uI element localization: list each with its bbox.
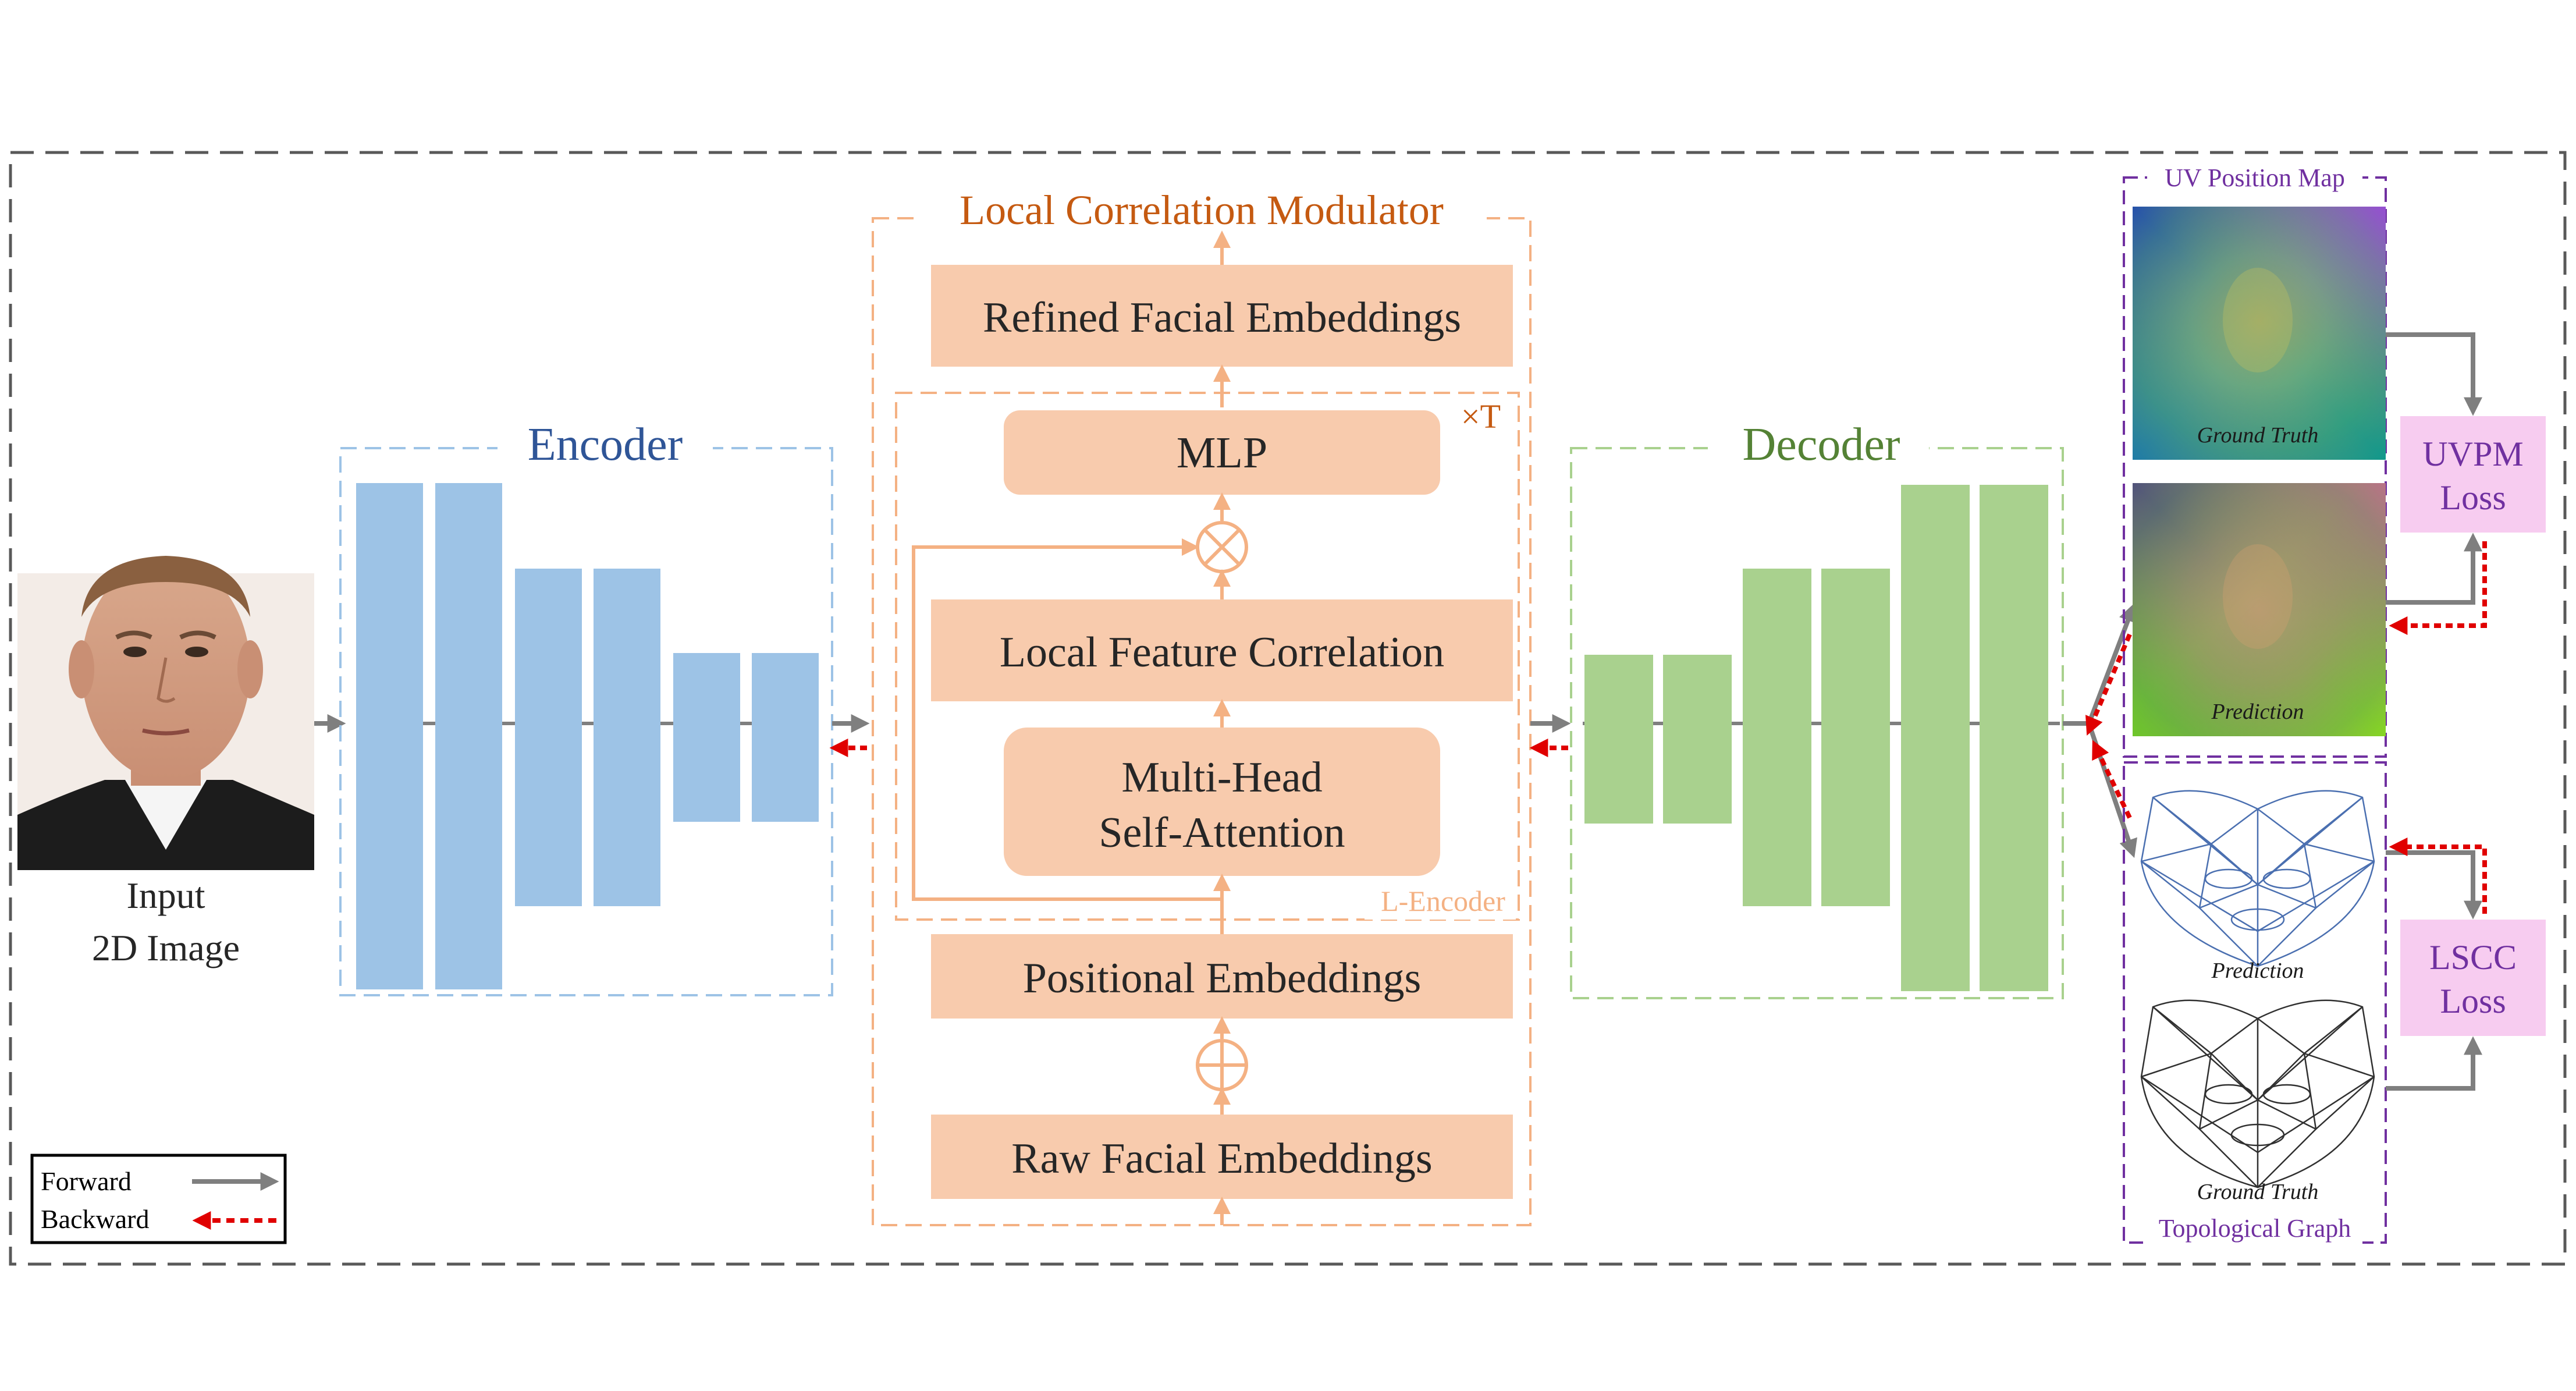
mhsa-label-line2: Self-Attention [1099,809,1345,857]
encoder-block [435,483,502,989]
local-feature-correlation-label: Local Feature Correlation [1000,629,1444,676]
l-encoder-frame [895,392,1520,921]
refined-embeddings-label: Refined Facial Embeddings [983,294,1461,342]
decoder-block [1980,485,2048,991]
arrow-topo-graph-backward [2092,740,2132,819]
multiply-icon [1196,521,1248,573]
raw-embeddings-label: Raw Facial Embeddings [1011,1135,1432,1183]
positional-embeddings-label: Positional Embeddings [1023,954,1422,1002]
arrow-decoder-to-uv-map [2063,603,2137,726]
topo-graph-prediction-mesh [2140,790,2375,967]
outer-frame [9,151,2567,1266]
local-feature-correlation-box [931,599,1513,701]
residual-connection [912,538,1222,901]
decoder-block [1743,569,1811,906]
decoder-title: Decoder [1743,419,1900,470]
topo-graph-ground-truth-mesh [2140,999,2375,1188]
decoder-block [1663,655,1732,824]
l-encoder-label: L-Encoder [1381,885,1505,917]
encoder-block [594,569,660,906]
arrow-uv-map-backward [2085,633,2132,736]
uvpm-loss-box [2400,416,2546,533]
mhsa-box [1004,728,1440,876]
arrow-uvpm-backward [2389,541,2487,635]
uv-map-prediction [2133,483,2386,736]
encoder-block [515,569,582,906]
topo-graph-prediction-label: Prediction [2211,959,2304,983]
lscc-loss-box [2400,920,2546,1036]
decoder-block [1821,569,1890,906]
mhsa-label-line1: Multi-Head [1121,754,1322,801]
arrow-gt-uv-to-uvpm [2386,332,2482,416]
refined-embeddings-box [931,265,1513,367]
uv-map-prediction-label: Prediction [2211,700,2304,724]
positional-embeddings-box [931,934,1513,1019]
encoder-blocks [356,483,819,989]
arrow-pred-uv-to-uvpm [2386,533,2482,605]
add-icon [1196,1039,1248,1091]
lscc-loss-line2: Loss [2440,982,2506,1020]
uvpm-loss-line2: Loss [2440,478,2506,517]
decoder-block [1584,655,1653,824]
decoder-block [1901,485,1970,991]
arrow-pred-topo-to-lscc [2386,850,2482,920]
input-label-line1: Input [126,875,205,916]
mlp-label: MLP [1177,428,1267,477]
uvpm-loss-line1: UVPM [2422,435,2523,473]
lscc-loss-line1: LSCC [2429,938,2517,977]
uv-map-ground-truth-label: Ground Truth [2197,423,2319,448]
topo-graph-title: Topological Graph [2159,1214,2351,1243]
uv-map-ground-truth [2133,207,2386,460]
encoder-title: Encoder [528,419,683,470]
raw-embeddings-box [931,1115,1513,1199]
encoder-block [673,653,740,822]
arrow-gt-topo-to-lscc [2386,1036,2482,1091]
mlp-box [1004,410,1440,495]
input-label-line2: 2D Image [92,927,240,968]
encoder-block [356,483,423,989]
decoder-blocks [1584,485,2048,991]
input-face-image [17,556,314,870]
uv-map-title: UV Position Map [2165,164,2345,192]
legend-box [30,1154,287,1244]
arrow-decoder-to-topo-graph [2087,722,2137,858]
encoder-block [752,653,819,822]
legend-backward-label: Backward [41,1204,149,1234]
legend-forward-label: Forward [41,1166,132,1196]
lcm-title: Local Correlation Modulator [960,187,1444,233]
repeat-t-label: ×T [1461,398,1501,435]
topo-graph-ground-truth-label: Ground Truth [2197,1180,2319,1204]
